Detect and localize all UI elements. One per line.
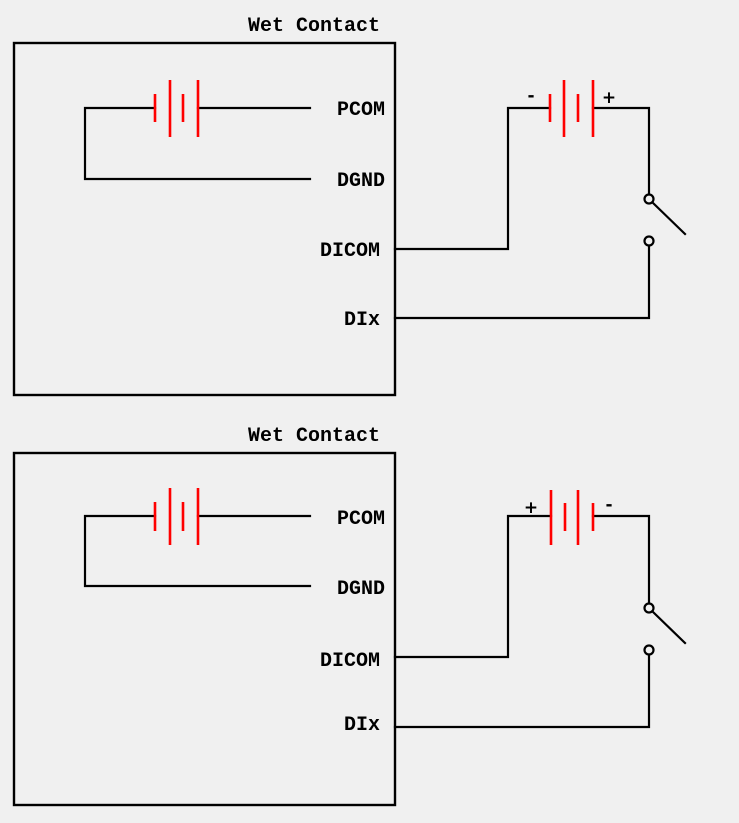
dgnd-wire bbox=[83, 106, 312, 181]
external-battery-icon bbox=[549, 490, 595, 545]
polarity-right: - bbox=[605, 495, 612, 515]
dix-wire bbox=[393, 243, 651, 320]
dix-wire bbox=[393, 653, 651, 729]
dicom-wire bbox=[393, 514, 553, 659]
dicom-wire bbox=[393, 106, 552, 251]
internal-circuit bbox=[83, 80, 312, 181]
external-circuit: + - bbox=[393, 490, 687, 729]
diagram-title: Wet Contact bbox=[248, 15, 380, 38]
polarity-left: + bbox=[524, 498, 538, 518]
battery-to-switch-wire bbox=[591, 514, 651, 606]
terminal-label-dicom: DICOM bbox=[320, 650, 380, 673]
terminal-label-dix: DIx bbox=[344, 714, 380, 737]
device-box bbox=[12, 41, 397, 397]
external-battery-icon bbox=[548, 80, 595, 137]
terminal-label-pcom: PCOM bbox=[337, 99, 385, 122]
battery-to-switch-wire bbox=[591, 106, 651, 198]
diagram-1: Wet Contact PCOM DGND DICOM DIx bbox=[12, 15, 687, 397]
terminal-label-dgnd: DGND bbox=[337, 170, 385, 193]
dgnd-wire bbox=[83, 514, 312, 588]
diagram-2: Wet Contact PCOM DGND DICOM DIx bbox=[12, 425, 687, 807]
terminal-label-pcom: PCOM bbox=[337, 508, 385, 531]
device-box bbox=[12, 451, 397, 807]
terminal-label-dix: DIx bbox=[344, 309, 380, 332]
internal-battery-icon bbox=[153, 488, 200, 545]
polarity-left: - bbox=[527, 86, 534, 106]
internal-circuit bbox=[83, 488, 312, 588]
switch-icon bbox=[643, 602, 687, 656]
terminal-label-dicom: DICOM bbox=[320, 240, 380, 263]
external-circuit: - + bbox=[393, 80, 687, 320]
terminal-label-dgnd: DGND bbox=[337, 578, 385, 601]
polarity-right: + bbox=[602, 88, 616, 108]
internal-battery-icon bbox=[153, 80, 200, 137]
diagram-title: Wet Contact bbox=[248, 425, 380, 448]
switch-icon bbox=[643, 193, 687, 247]
